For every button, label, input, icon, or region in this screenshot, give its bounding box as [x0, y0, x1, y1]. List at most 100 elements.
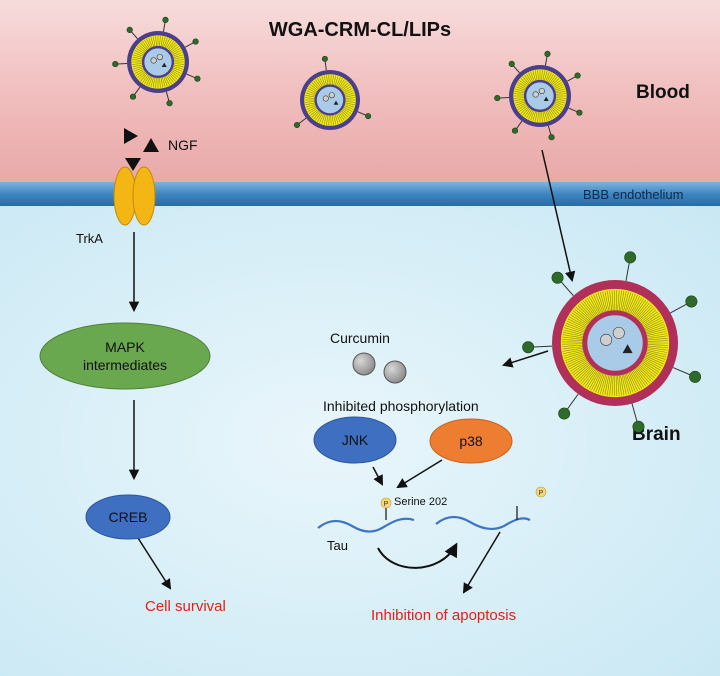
lipid-tail [620, 375, 625, 396]
lipid-tail [604, 375, 610, 396]
wga-ligand-icon [548, 134, 555, 141]
lipid-tail [646, 350, 667, 356]
lipid-tail [574, 363, 591, 378]
lipid-tail [554, 84, 564, 90]
wga-ligand-icon [494, 94, 501, 102]
lipid-tail [173, 56, 184, 60]
lipid-tail [148, 76, 153, 87]
lipid-tail [549, 108, 556, 117]
lipid-tail [640, 309, 657, 323]
lipid-tail [551, 106, 560, 114]
lipid-tail [306, 90, 316, 95]
lipid-tail [528, 110, 534, 120]
wga-ligand-icon [522, 341, 535, 354]
lipid-tail [542, 70, 546, 81]
lipid-tail [570, 314, 588, 326]
lipid-tail [640, 363, 657, 377]
lipid-tail [167, 74, 174, 83]
lipid-tail [133, 52, 144, 57]
lipid-tail [563, 332, 583, 337]
lipid-tail [133, 67, 144, 72]
lipid-tail [633, 299, 647, 317]
lipid-tail [546, 72, 552, 82]
lipid-tail [556, 93, 566, 95]
lipid-tail [633, 369, 647, 387]
lipid-tail [636, 367, 650, 384]
wga-ligand-icon [632, 420, 645, 433]
ngf-triangle-icon [543, 96, 549, 101]
lipid-tail [555, 98, 566, 102]
lipid-tail [169, 44, 178, 52]
lipid-tail [146, 76, 152, 86]
lipid-tail [566, 320, 586, 330]
lipid-tail [609, 290, 612, 311]
aqueous-core [316, 86, 344, 114]
lipid-tail [624, 374, 632, 394]
lipid-tail [310, 84, 318, 91]
lipid-tail [545, 71, 550, 82]
lipid-tail [344, 90, 354, 95]
lipid-tail [638, 306, 654, 321]
lipid-tail [344, 92, 355, 96]
lipid-tail [609, 375, 612, 396]
lipid-tail [339, 111, 347, 120]
lipid-tail [647, 335, 668, 339]
lipid-tail [341, 110, 349, 118]
p38-node [429, 418, 513, 464]
lipid-tail [604, 290, 610, 311]
lipid-tail [621, 374, 627, 395]
lipid-tail [132, 63, 142, 65]
lipid-tail [537, 70, 539, 80]
lipid-tail [338, 79, 345, 88]
liposome-icon [112, 16, 201, 107]
lipid-tail [159, 36, 161, 46]
lipid-tail [549, 75, 556, 84]
ngf-triangle-icon [143, 138, 159, 152]
lipid-tail [331, 75, 334, 85]
ngf-triangle-icon [161, 62, 167, 67]
wga-ligand-icon [293, 121, 300, 128]
lipid-tail [563, 329, 584, 336]
lipid-tail [647, 340, 668, 342]
curcumin-sphere-icon [600, 333, 613, 346]
lipid-tail [562, 336, 583, 340]
wga-ligand-icon [166, 100, 173, 107]
trka-receptor-right [132, 166, 156, 226]
lipid-tail [150, 77, 154, 88]
lipid-tail [326, 75, 329, 85]
lipid-tail [317, 113, 323, 122]
lipid-tail [323, 75, 327, 85]
phosphate-badge-label: P [384, 501, 389, 508]
lipid-tail [575, 306, 592, 321]
lipid-tail [632, 370, 645, 388]
lipid-tail [548, 73, 554, 83]
lipid-tail [338, 112, 345, 121]
lipid-tail [625, 373, 634, 393]
lipid-tail [164, 38, 170, 48]
lipid-tail [579, 367, 594, 383]
lipid-tail [627, 294, 636, 313]
lipid-tail [171, 70, 181, 76]
lipid-tail [150, 36, 154, 47]
lipid-tail [334, 76, 339, 86]
wga-ligand-icon [129, 93, 137, 100]
lipid-tail [134, 50, 144, 56]
lipid-tail [584, 299, 597, 317]
lipid-tail [617, 375, 620, 396]
lipid-tail [636, 302, 650, 319]
lipid-tail [618, 375, 622, 396]
lipid-tail [319, 76, 324, 86]
liposome-icon [293, 55, 372, 130]
lipid-tail [550, 76, 558, 85]
lipid-tail [541, 70, 543, 80]
arrow-creb-to-survival [137, 537, 172, 590]
wga-ligand-icon [126, 26, 133, 33]
lipid-tail [554, 102, 564, 108]
lipid-tail [602, 291, 608, 312]
wga-ligand-icon [162, 16, 169, 23]
lipid-tail [514, 88, 525, 92]
brain-label: Brain [632, 424, 681, 445]
lipid-tail [615, 290, 618, 311]
lipid-tail [341, 82, 349, 90]
lipid-tail [625, 293, 634, 313]
